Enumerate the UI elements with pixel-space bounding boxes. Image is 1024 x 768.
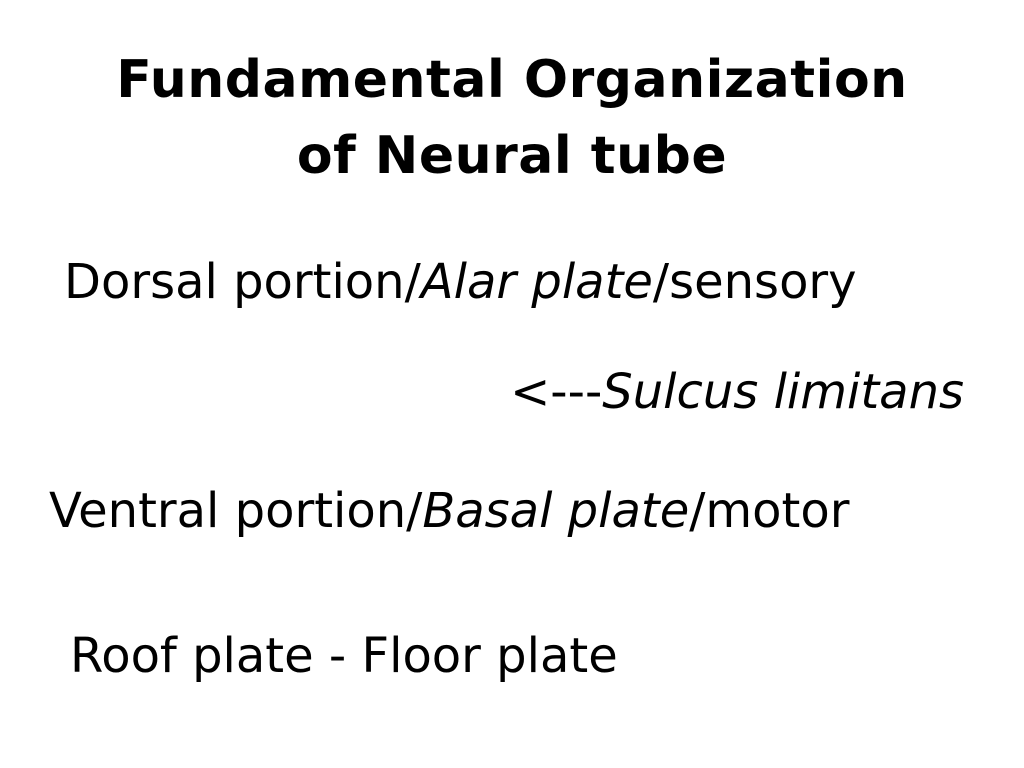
ventral-suffix: /motor — [689, 483, 850, 539]
sulcus-limitans-line: <---Sulcus limitans — [510, 362, 964, 422]
slide-title: Fundamental Organization of Neural tube — [0, 42, 1024, 194]
title-line-2: of Neural tube — [296, 126, 728, 186]
ventral-portion-line: Ventral portion/Basal plate/motor — [49, 481, 849, 541]
sulcus-limitans-text: Sulcus limitans — [602, 364, 964, 420]
ventral-prefix: Ventral portion/ — [49, 483, 423, 539]
title-line-1: Fundamental Organization — [116, 50, 908, 110]
dorsal-portion-line: Dorsal portion/Alar plate/sensory — [64, 252, 857, 312]
dorsal-prefix: Dorsal portion/ — [64, 254, 421, 310]
roof-floor-plate-line: Roof plate - Floor plate — [70, 628, 618, 684]
arrow-left-text: <--- — [510, 364, 603, 420]
alar-plate-text: Alar plate — [420, 254, 653, 310]
basal-plate-text: Basal plate — [422, 483, 690, 539]
dorsal-suffix: /sensory — [652, 254, 857, 310]
